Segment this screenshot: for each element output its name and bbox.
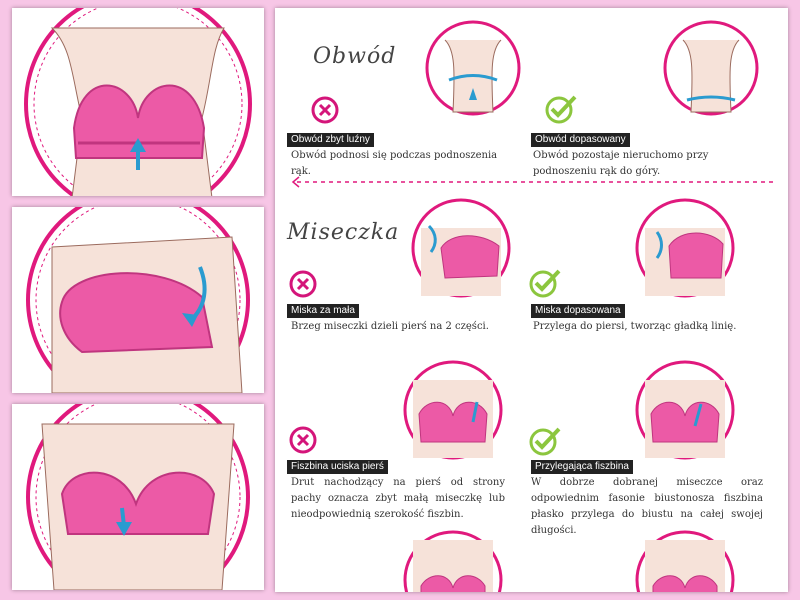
section-title-circumference: Obwód [313, 44, 397, 69]
bottom-illustration-partial-right [635, 530, 735, 592]
desc-band-too-loose: Obwód podnosi się podczas podnoszenia rą… [291, 150, 498, 177]
bra-small-cup-side-illustration [26, 207, 250, 393]
illustration-panel-small-cup [12, 207, 264, 393]
label-cup-too-small: Miska za mała [287, 304, 359, 318]
checkmark-icon [529, 427, 561, 456]
fitting-guide-panel: Obwód Obwód zbyt luźny Obwód podnosi się… [275, 8, 788, 592]
band-loose-back-illustration [425, 20, 521, 116]
bra-underwire-center-illustration [26, 404, 250, 590]
checkmark-icon [545, 95, 577, 124]
label-underwire-fitted: Przylegająca fiszbina [531, 460, 633, 474]
x-circle-icon [311, 96, 339, 124]
desc-underwire-pressing: Drut nachodzący na pierś od strony pachy… [291, 477, 505, 520]
desc-band-fitted: Obwód pozostaje nieruchomo przy podnosze… [533, 150, 709, 177]
section-title-cup: Miseczka [287, 220, 400, 245]
cup-too-small-illustration [411, 198, 511, 298]
desc-cup-too-small: Brzeg miseczki dzieli pierś na 2 części. [291, 321, 489, 332]
bottom-illustration-partial-left [403, 530, 503, 592]
label-band-fitted: Obwód dopasowany [531, 133, 630, 147]
checkmark-icon [529, 269, 561, 298]
label-cup-fitted: Miska dopasowana [531, 304, 625, 318]
illustration-panel-wire-center [12, 404, 264, 590]
cup-fitted-illustration [635, 198, 735, 298]
underwire-fitted-illustration [635, 360, 735, 460]
label-underwire-pressing: Fiszbina uciska pierś [287, 460, 388, 474]
desc-cup-fitted: Przylega do piersi, tworząc gładką linię… [533, 321, 737, 332]
label-band-too-loose: Obwód zbyt luźny [287, 133, 374, 147]
desc-underwire-fitted: W dobrze dobranej miseczce oraz odpowied… [531, 477, 763, 536]
band-fitted-back-illustration [663, 20, 759, 116]
x-circle-icon [289, 270, 317, 298]
x-circle-icon [289, 426, 317, 454]
dashed-arrow-divider [291, 176, 777, 188]
underwire-pressing-illustration [403, 360, 503, 460]
illustration-panel-band-lift [12, 8, 264, 196]
bra-band-lift-illustration [24, 8, 252, 196]
